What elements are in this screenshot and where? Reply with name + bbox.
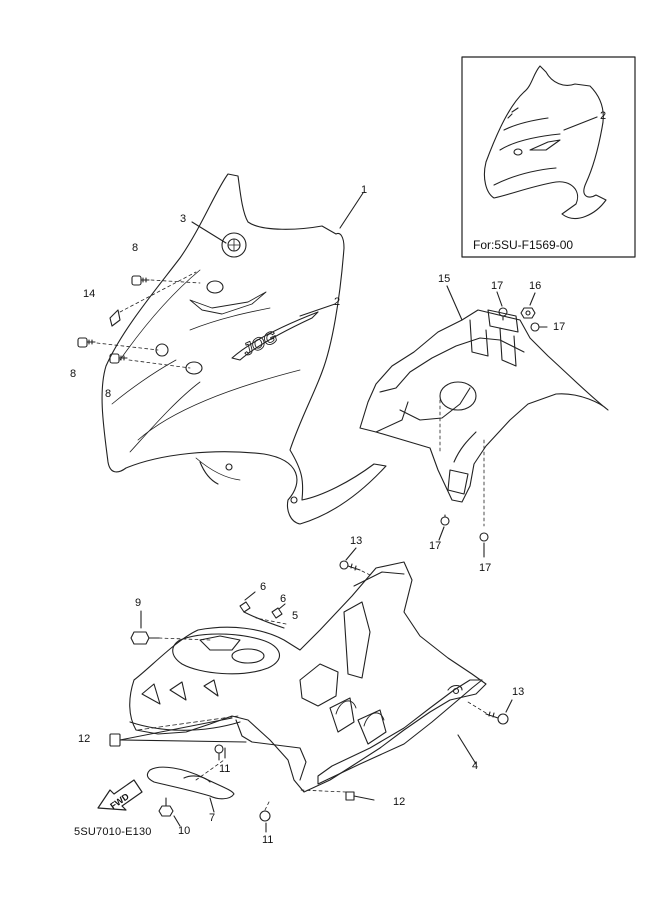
screw-8-low	[109, 353, 191, 369]
nut-16	[520, 307, 536, 319]
front-cover	[101, 173, 387, 525]
yamaha-emblem-icon	[221, 232, 247, 258]
clip-12-left	[109, 717, 247, 747]
callout-9: 9	[135, 597, 142, 609]
callout-17-d: 17	[479, 562, 492, 574]
callout-7: 7	[209, 812, 216, 824]
callout-12-right: 12	[393, 796, 406, 808]
callout-10: 10	[178, 825, 191, 837]
callout-17-b: 17	[553, 321, 566, 333]
callout-4: 4	[472, 760, 479, 772]
screw-13-top	[339, 547, 373, 577]
clip-5	[243, 611, 287, 629]
jog-logo-text: JOG	[240, 327, 281, 359]
callout-1: 1	[361, 184, 368, 196]
callout-14: 14	[83, 288, 96, 300]
side-rail	[317, 679, 483, 785]
callout-5: 5	[292, 610, 299, 622]
callout-3: 3	[180, 213, 187, 225]
fwd-label: FWD	[108, 791, 131, 811]
screw-8-top	[131, 275, 201, 286]
inset-front-cover	[483, 65, 607, 219]
screw-13-right	[467, 699, 513, 725]
callout-17-c: 17	[429, 540, 442, 552]
callout-17-a: 17	[491, 280, 504, 292]
callout-11-top: 11	[219, 763, 231, 775]
callout-11-bottom: 11	[262, 834, 274, 846]
callout-13-top: 13	[350, 535, 363, 547]
inset-leader-2	[563, 116, 598, 131]
fwd-arrow-icon	[97, 779, 143, 811]
screw-17-c	[440, 514, 450, 526]
small-cover-7	[146, 759, 235, 813]
inset-callout-2: 2	[600, 110, 607, 122]
callout-8-top: 8	[132, 242, 139, 254]
callout-12-left: 12	[78, 733, 91, 745]
callout-16: 16	[529, 280, 542, 292]
callout-2: 2	[334, 296, 341, 308]
leg-shield	[129, 561, 487, 793]
callout-8-low: 8	[105, 388, 112, 400]
callout-6-a: 6	[260, 581, 267, 593]
callout-15: 15	[438, 273, 451, 285]
screw-17-a	[498, 307, 508, 321]
bolt-9	[130, 610, 211, 645]
clip-6-b	[271, 603, 286, 619]
clip-12-right	[299, 789, 375, 801]
inset-frame	[461, 56, 636, 258]
screw-11-bottom	[259, 799, 271, 833]
screw-11-top	[214, 744, 226, 761]
bolt-10	[158, 797, 181, 827]
callout-6-b: 6	[280, 593, 287, 605]
callout-13-right: 13	[512, 686, 525, 698]
clip-6-a	[239, 591, 256, 613]
screw-17-d	[479, 532, 489, 542]
clip-14	[109, 271, 197, 327]
inset-caption: For:5SU-F1569-00	[473, 238, 574, 252]
screw-8-mid	[77, 337, 159, 351]
figure-code: 5SU7010-E130	[74, 826, 152, 838]
inner-bracket	[359, 309, 609, 527]
callout-8-mid: 8	[70, 368, 77, 380]
